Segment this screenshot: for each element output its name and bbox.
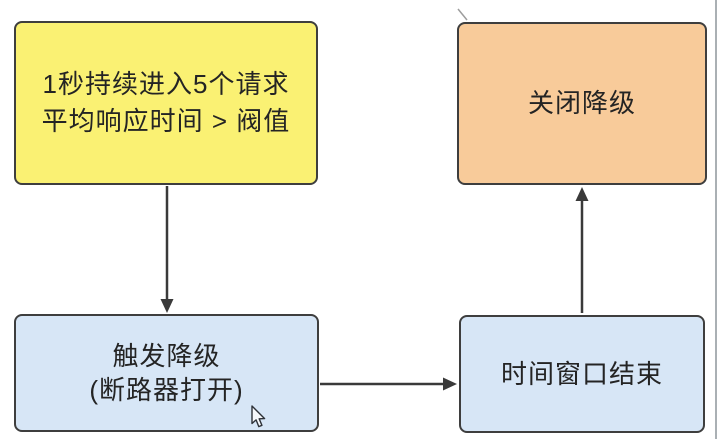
arrow-condition-to-trigger (160, 186, 174, 313)
node-time-window-label: 时间窗口结束 (500, 358, 663, 389)
node-condition: 1秒持续进入5个请求 平均响应时间 > 阀值 (14, 21, 318, 185)
node-condition-line2: 平均响应时间 > 阀值 (41, 106, 291, 136)
node-close-degrade-label: 关闭降级 (527, 88, 636, 118)
node-condition-line1: 1秒持续进入5个请求 (42, 69, 290, 99)
node-time-window: 时间窗口结束 (459, 315, 705, 433)
node-trigger-degrade: 触发降级 (断路器打开) (14, 314, 319, 432)
arrow-trigger-to-window (320, 377, 457, 391)
node-trigger-degrade-line2: (断路器打开) (89, 375, 244, 405)
node-trigger-degrade-line1: 触发降级 (112, 341, 221, 371)
arrow-window-to-close (575, 187, 589, 313)
vertical-divider-line (715, 0, 717, 439)
mouse-cursor-icon (251, 405, 266, 428)
stray-stroke (457, 8, 468, 21)
node-close-degrade: 关闭降级 (457, 22, 707, 185)
